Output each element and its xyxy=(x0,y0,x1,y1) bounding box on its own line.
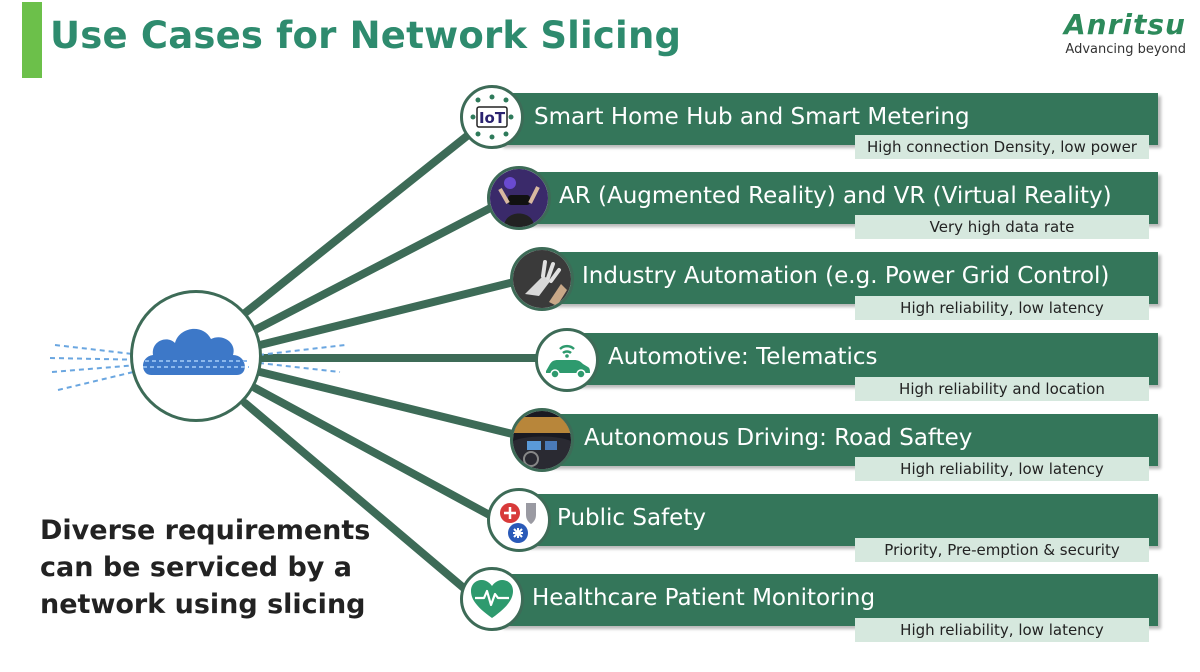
summary-line: Diverse requirements xyxy=(40,515,371,546)
page-title: Use Cases for Network Slicing xyxy=(50,14,682,57)
connector-line xyxy=(251,384,499,522)
use-case-label: Healthcare Patient Monitoring xyxy=(532,585,876,611)
requirement-label: Very high data rate xyxy=(855,215,1149,239)
logo-tagline: Advancing beyond xyxy=(1065,42,1186,57)
logo-name: Anritsu xyxy=(1064,8,1186,41)
use-case-label: Public Safety xyxy=(557,505,706,531)
use-case-healthcare: Healthcare Patient Monitoring xyxy=(500,574,1158,626)
connector-line xyxy=(241,128,476,317)
use-case-label: Smart Home Hub and Smart Metering xyxy=(534,104,970,130)
vr-headset-icon xyxy=(487,166,551,230)
connected-car-icon xyxy=(535,328,599,392)
requirement-label: Priority, Pre-emption & security xyxy=(855,538,1149,562)
requirement-label: High reliability, low latency xyxy=(855,618,1149,642)
use-case-industry-automation: Industry Automation (e.g. Power Grid Con… xyxy=(548,252,1158,304)
svg-text:IoT: IoT xyxy=(479,109,506,127)
requirement-label: High reliability, low latency xyxy=(855,296,1149,320)
summary-line: can be serviced by a xyxy=(40,552,353,583)
network-hub xyxy=(130,290,262,422)
car-dashboard-icon xyxy=(510,408,574,472)
use-case-label: AR (Augmented Reality) and VR (Virtual R… xyxy=(559,183,1112,209)
connector-line xyxy=(256,368,529,441)
cloud-icon xyxy=(143,328,249,375)
iot-icon: IoT xyxy=(460,85,524,149)
use-case-label: Autonomous Driving: Road Saftey xyxy=(584,425,973,451)
summary-line: network using slicing xyxy=(40,589,366,620)
requirement-label: High connection Density, low power xyxy=(855,135,1149,159)
use-case-public-safety: Public Safety xyxy=(525,494,1158,546)
summary-text: Diverse requirements can be serviced by … xyxy=(40,512,370,623)
heart-monitor-icon xyxy=(460,567,524,631)
emergency-services-icon xyxy=(487,488,551,552)
title-accent-bar xyxy=(22,2,42,78)
use-case-telematics: Automotive: Telematics xyxy=(570,333,1158,385)
connector-line xyxy=(251,199,504,334)
connector-line xyxy=(241,399,476,599)
requirement-label: High reliability, low latency xyxy=(855,457,1149,481)
connector-line xyxy=(256,276,526,349)
requirement-label: High reliability and location xyxy=(855,377,1149,401)
use-case-label: Automotive: Telematics xyxy=(608,344,878,370)
robot-hand-icon xyxy=(510,247,574,311)
use-case-label: Industry Automation (e.g. Power Grid Con… xyxy=(582,263,1110,289)
anritsu-logo: Anritsu Advancing beyond xyxy=(1064,8,1186,58)
